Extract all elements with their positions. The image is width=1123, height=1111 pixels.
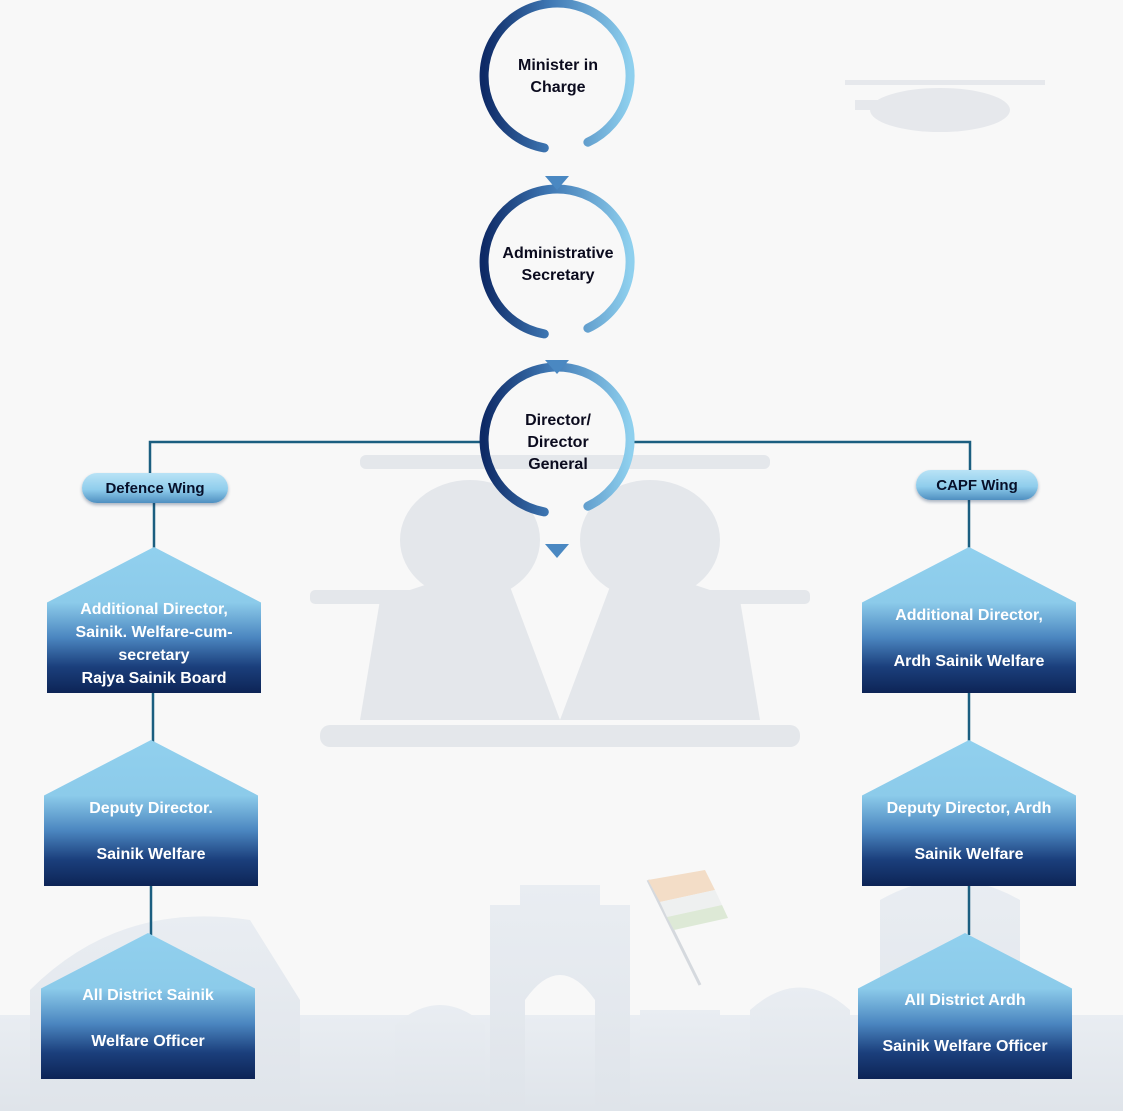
soldiers-silhouette <box>310 455 810 747</box>
flag-silhouette <box>646 870 728 986</box>
node-administrative-secretary: Administrative Secretary <box>502 245 614 284</box>
box-line: Sainik. Welfare-cum- <box>75 624 233 641</box>
arrow-minister-to-secretary-head <box>545 176 569 190</box>
box-line <box>50 820 252 843</box>
node-director-general: Director/ Director General <box>525 412 591 473</box>
box-line: Additional Director, <box>80 601 228 618</box>
box-line <box>864 1012 1066 1035</box>
ring-director <box>479 362 635 517</box>
box-line: Deputy Director. <box>89 800 213 817</box>
box-line: All District Sainik <box>82 987 214 1004</box>
connector-to-defence-wing <box>148 440 484 473</box>
box-line <box>868 627 1070 650</box>
node-minister-in-charge: Minister in Charge <box>517 57 598 96</box>
ring-minister <box>479 0 635 153</box>
arrow-director-down-head <box>545 544 569 558</box>
box-line: secretary <box>118 647 190 664</box>
defence-wing-label: Defence Wing <box>82 473 228 503</box>
box-line: Welfare Officer <box>91 1033 205 1050</box>
box-line: Rajya Sainik Board <box>81 670 227 687</box>
box-line: Additional Director, <box>895 607 1043 624</box>
box-line: All District Ardh <box>904 992 1026 1009</box>
box-line: Sainik Welfare <box>914 846 1024 863</box>
box-line: Ardh Sainik Welfare <box>893 653 1045 670</box>
box-line: Sainik Welfare Officer <box>882 1038 1048 1055</box>
box-line <box>47 1007 249 1030</box>
capf-wing-label: CAPF Wing <box>916 470 1038 500</box>
ring-admin-secretary <box>479 184 635 339</box>
box-line: Sainik Welfare <box>96 846 206 863</box>
arrow-secretary-to-director-head <box>545 360 569 374</box>
connector-to-capf-wing <box>632 440 972 470</box>
helicopter-silhouette <box>845 80 1045 132</box>
box-line: Deputy Director, Ardh <box>886 800 1052 817</box>
box-line <box>868 820 1070 843</box>
